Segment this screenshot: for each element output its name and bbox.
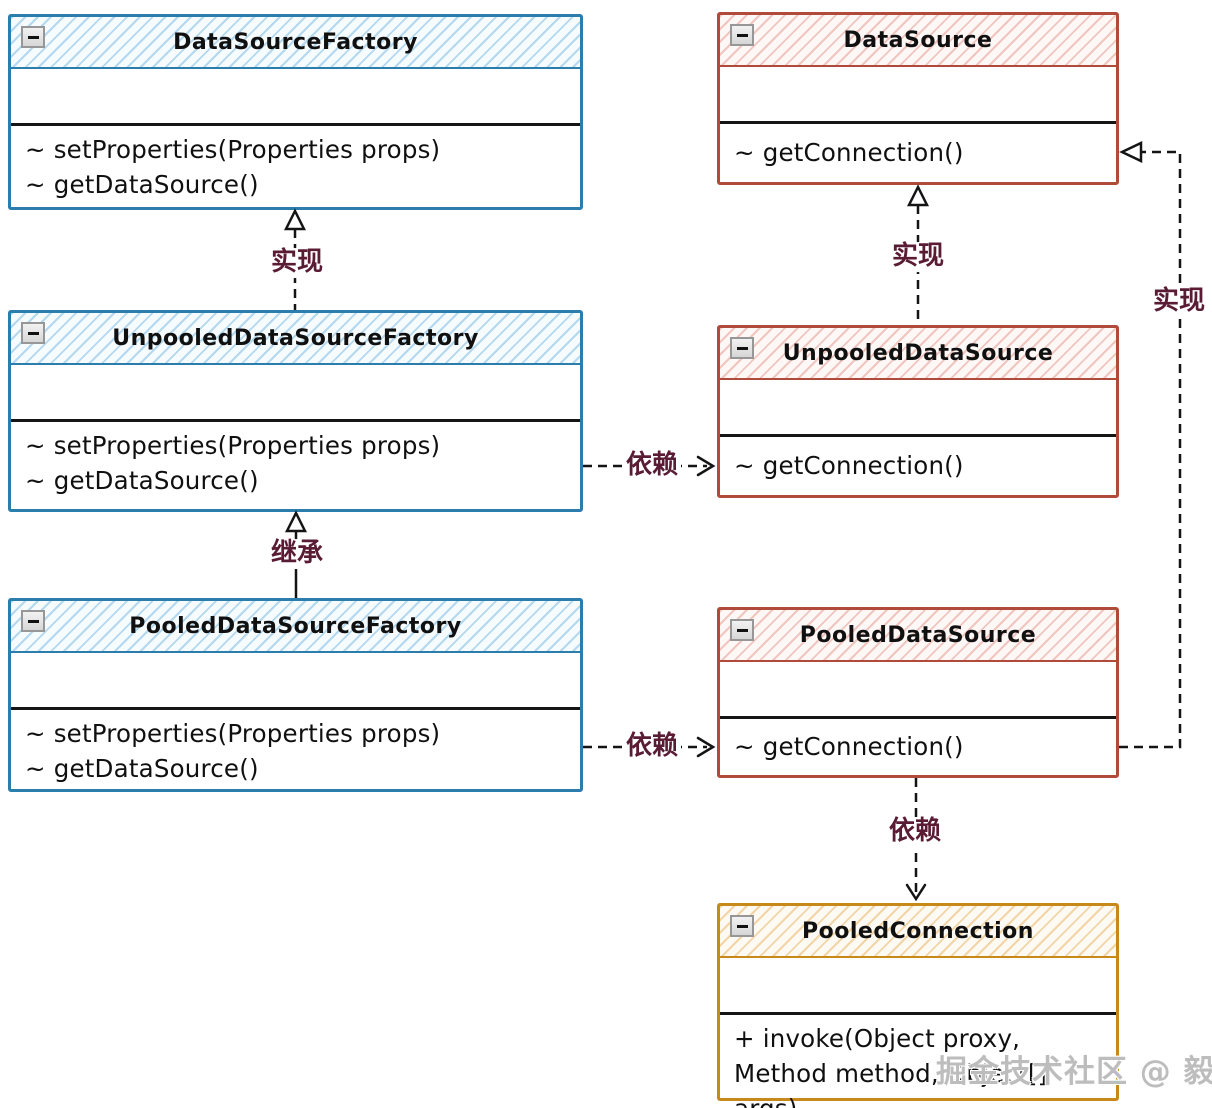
edge-label-dependency: 依赖 bbox=[622, 731, 682, 762]
class-header: UnpooledDataSourceFactory bbox=[11, 313, 580, 365]
class-title: UnpooledDataSource bbox=[782, 340, 1054, 366]
class-header: DataSourceFactory bbox=[11, 17, 580, 69]
method-entry: + invoke(Object proxy, Method method, Ob… bbox=[734, 1024, 1048, 1108]
fields-compartment bbox=[11, 365, 580, 422]
hollow-triangle-arrowhead-icon bbox=[1119, 141, 1143, 163]
hollow-triangle-arrowhead-icon bbox=[284, 510, 308, 533]
fields-compartment bbox=[720, 958, 1116, 1015]
open-arrowhead-icon bbox=[696, 455, 716, 477]
class-title: PooledDataSource bbox=[799, 622, 1037, 648]
class-header: DataSource bbox=[720, 15, 1116, 67]
edge-label-realization: 实现 bbox=[1149, 286, 1209, 317]
class-box-pooleddatasourcefactory[interactable]: PooledDataSourceFactory ~ setProperties(… bbox=[8, 598, 583, 792]
class-box-unpooleddatasource[interactable]: UnpooledDataSource ~ getConnection() bbox=[717, 325, 1119, 498]
minus-glyph bbox=[736, 628, 748, 632]
method-entry: ~ getDataSource() bbox=[25, 169, 259, 199]
minimize-icon[interactable] bbox=[21, 610, 45, 632]
class-box-pooleddatasource[interactable]: PooledDataSource ~ getConnection() bbox=[717, 607, 1119, 778]
class-header: PooledConnection bbox=[720, 906, 1116, 958]
minus-glyph bbox=[27, 35, 39, 39]
class-box-datasource[interactable]: DataSource ~ getConnection() bbox=[717, 12, 1119, 185]
minus-glyph bbox=[27, 331, 39, 335]
watermark-text: 掘金技术社区 @ 毅航 bbox=[936, 1054, 1212, 1090]
class-box-pooledconnection[interactable]: PooledConnection + invoke(Object proxy, … bbox=[717, 903, 1119, 1108]
edge-label-dependency: 依赖 bbox=[622, 450, 682, 481]
class-title: DataSourceFactory bbox=[173, 29, 418, 55]
methods-compartment: + invoke(Object proxy, Method method, Ob… bbox=[720, 1015, 1116, 1108]
minimize-icon[interactable] bbox=[730, 24, 754, 46]
method-entry: ~ getConnection() bbox=[734, 450, 964, 480]
edge-label-dependency: 依赖 bbox=[885, 816, 945, 847]
class-header: UnpooledDataSource bbox=[720, 328, 1116, 380]
method-entry: ~ getDataSource() bbox=[25, 465, 259, 495]
methods-compartment: ~ getConnection() bbox=[720, 719, 1116, 775]
minus-glyph bbox=[736, 924, 748, 928]
edge-label-inheritance: 继承 bbox=[267, 538, 327, 569]
methods-compartment: ~ setProperties(Properties props) ~ getD… bbox=[11, 126, 580, 207]
class-box-unpooleddatasourcefactory[interactable]: UnpooledDataSourceFactory ~ setPropertie… bbox=[8, 310, 583, 512]
minimize-icon[interactable] bbox=[21, 26, 45, 48]
fields-compartment bbox=[720, 67, 1116, 124]
class-title: PooledDataSourceFactory bbox=[129, 613, 462, 639]
open-arrowhead-icon bbox=[905, 883, 927, 902]
fields-compartment bbox=[720, 662, 1116, 719]
methods-compartment: ~ setProperties(Properties props) ~ getD… bbox=[11, 710, 580, 791]
minus-glyph bbox=[736, 33, 748, 37]
hollow-triangle-arrowhead-icon bbox=[283, 208, 307, 231]
hollow-triangle-arrowhead-icon bbox=[906, 184, 930, 207]
minimize-icon[interactable] bbox=[730, 337, 754, 359]
minimize-icon[interactable] bbox=[730, 915, 754, 937]
class-header: PooledDataSource bbox=[720, 610, 1116, 662]
class-header: PooledDataSourceFactory bbox=[11, 601, 580, 653]
method-entry: ~ getConnection() bbox=[734, 731, 964, 761]
minimize-icon[interactable] bbox=[730, 619, 754, 641]
minus-glyph bbox=[27, 619, 39, 623]
class-title: DataSource bbox=[843, 27, 993, 53]
fields-compartment bbox=[720, 380, 1116, 437]
fields-compartment bbox=[11, 69, 580, 126]
methods-compartment: ~ setProperties(Properties props) ~ getD… bbox=[11, 422, 580, 509]
edge-label-realization: 实现 bbox=[888, 241, 948, 272]
class-box-datasourcefactory[interactable]: DataSourceFactory ~ setProperties(Proper… bbox=[8, 14, 583, 210]
open-arrowhead-icon bbox=[696, 736, 716, 758]
methods-compartment: ~ getConnection() bbox=[720, 124, 1116, 182]
method-entry: ~ getConnection() bbox=[734, 137, 964, 167]
edge-realization-pooleddatasource-datasource bbox=[1119, 150, 1182, 749]
minimize-icon[interactable] bbox=[21, 322, 45, 344]
minus-glyph bbox=[736, 346, 748, 350]
class-title: UnpooledDataSourceFactory bbox=[112, 325, 479, 351]
class-title: PooledConnection bbox=[802, 918, 1034, 944]
method-entry: ~ setProperties(Properties props) bbox=[25, 719, 441, 748]
edge-label-realization: 实现 bbox=[267, 247, 327, 278]
method-entry: ~ setProperties(Properties props) bbox=[25, 431, 441, 460]
method-entry: ~ getDataSource() bbox=[25, 753, 259, 783]
methods-compartment: ~ getConnection() bbox=[720, 437, 1116, 495]
method-entry: ~ setProperties(Properties props) bbox=[25, 135, 441, 164]
fields-compartment bbox=[11, 653, 580, 710]
